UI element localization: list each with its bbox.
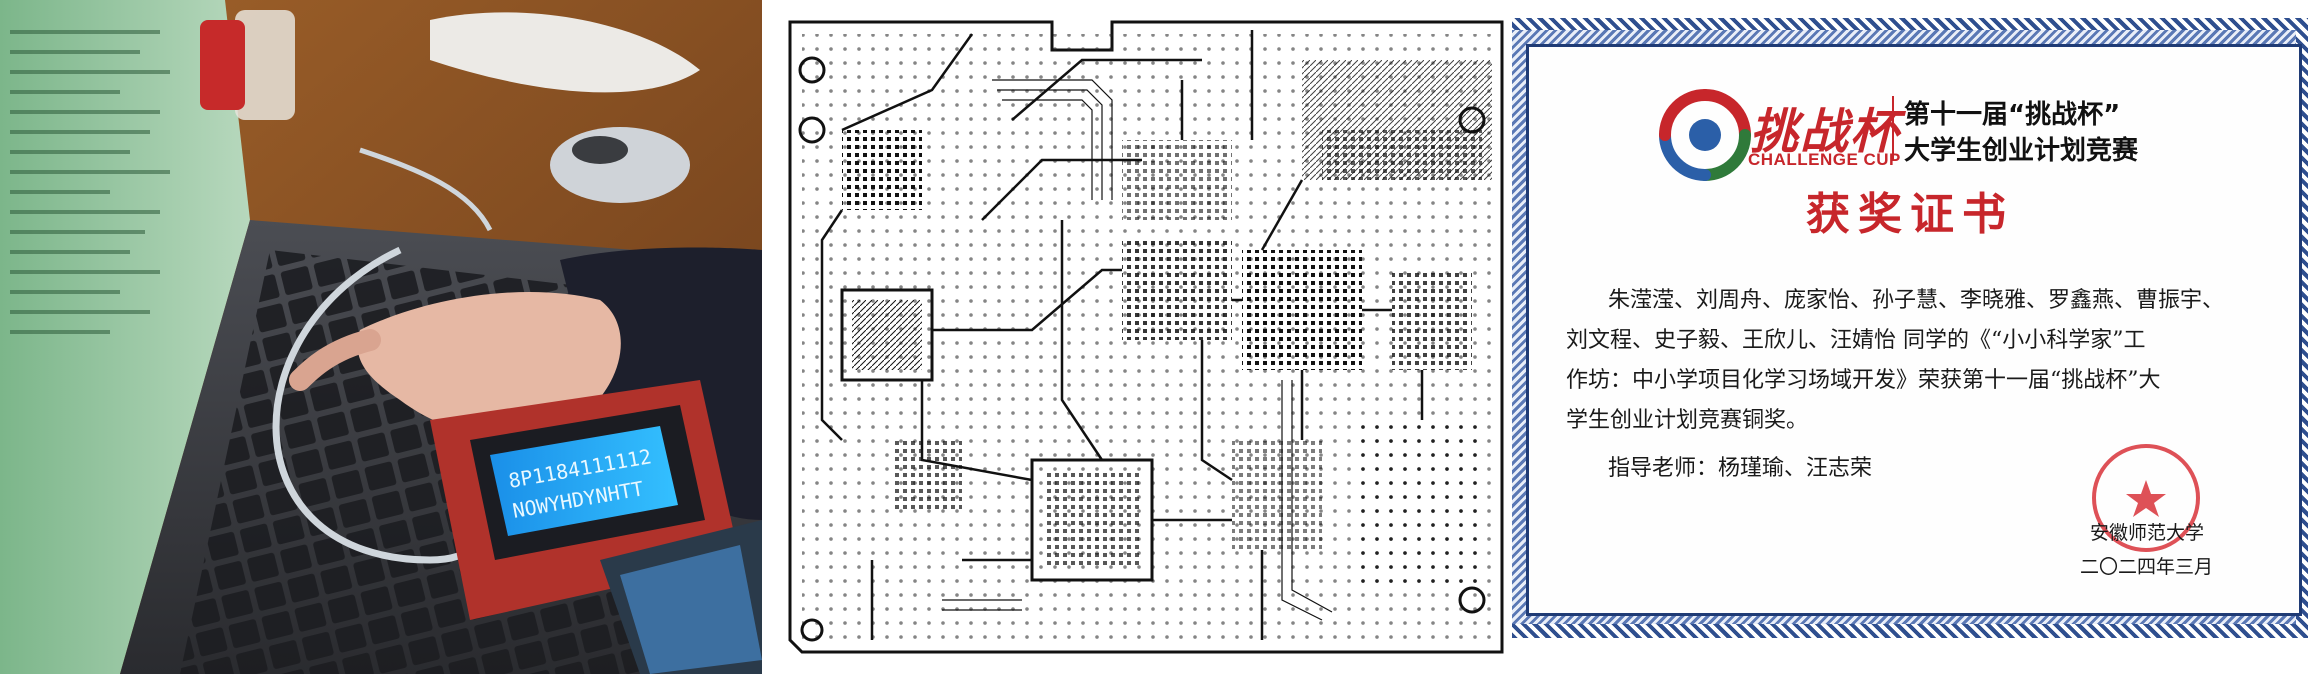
ic-footprint (1122, 140, 1232, 220)
issue-date: 二〇二四年三月 (2080, 556, 2214, 578)
official-seal-icon (2092, 444, 2200, 552)
cloth (430, 12, 700, 93)
issuer-name: 安徽师范大学 (2090, 522, 2205, 544)
mounting-hole (800, 618, 824, 642)
logo-chinese-text: 挑战杯 (1750, 104, 1901, 160)
award-certificate: 挑战杯 CHALLENGE CUP 第十一届“挑战杯” 大学生创业计划竞赛 获奖… (1512, 0, 2308, 674)
via-array (1352, 420, 1482, 590)
advisor-line: 指导老师：杨瑾瑜、汪志荣 (1608, 456, 1873, 481)
ic-footprint (892, 440, 962, 510)
photo-scene: 8P1184111112 NOWYHDYNHTT (0, 0, 762, 674)
logo-divider (1892, 96, 1894, 160)
bottle (200, 20, 245, 110)
pcb-layout-drawing (782, 0, 1514, 674)
mouse (550, 127, 690, 203)
body-line-4: 学生创业计划竞赛铜奖。 (1566, 408, 1809, 433)
ic-footprint (842, 130, 922, 210)
certificate-body (1526, 44, 2302, 616)
bga-footprint (1242, 250, 1362, 370)
mounting-hole (798, 56, 826, 84)
ic-footprint (1122, 240, 1232, 340)
competition-name-line-2: 大学生创业计划竞赛 (1904, 136, 2139, 166)
competition-name-line-1: 第十一届“挑战杯” (1904, 100, 2121, 130)
ic-footprint (840, 288, 934, 382)
body-line-3: 作坊：中小学项目化学习场域开发》荣获第十一届“挑战杯”大 (1566, 368, 2161, 393)
ic-footprint (1392, 270, 1472, 370)
mounting-hole (798, 116, 826, 144)
laptop-screen (0, 0, 250, 674)
photo-laptop-lcd: 8P1184111112 NOWYHDYNHTT (0, 0, 762, 674)
body-line-1: 朱滢滢、刘周舟、庞家怡、孙子慧、李晓雅、罗鑫燕、曹振宇、 (1608, 288, 2225, 313)
body-line-2: 刘文程、史子毅、王欣儿、汪婧怡 同学的《“小小科学家”工 (1566, 328, 2146, 353)
logo-english-text: CHALLENGE CUP (1748, 150, 1901, 169)
pcb-layout-svg (788, 20, 1504, 654)
certificate-title: 获奖证书 (1806, 189, 2014, 240)
lcd-screen (490, 426, 678, 536)
cup (235, 10, 295, 120)
ic-footprint (1232, 440, 1322, 550)
challenge-cup-logo-icon (1659, 89, 1751, 181)
